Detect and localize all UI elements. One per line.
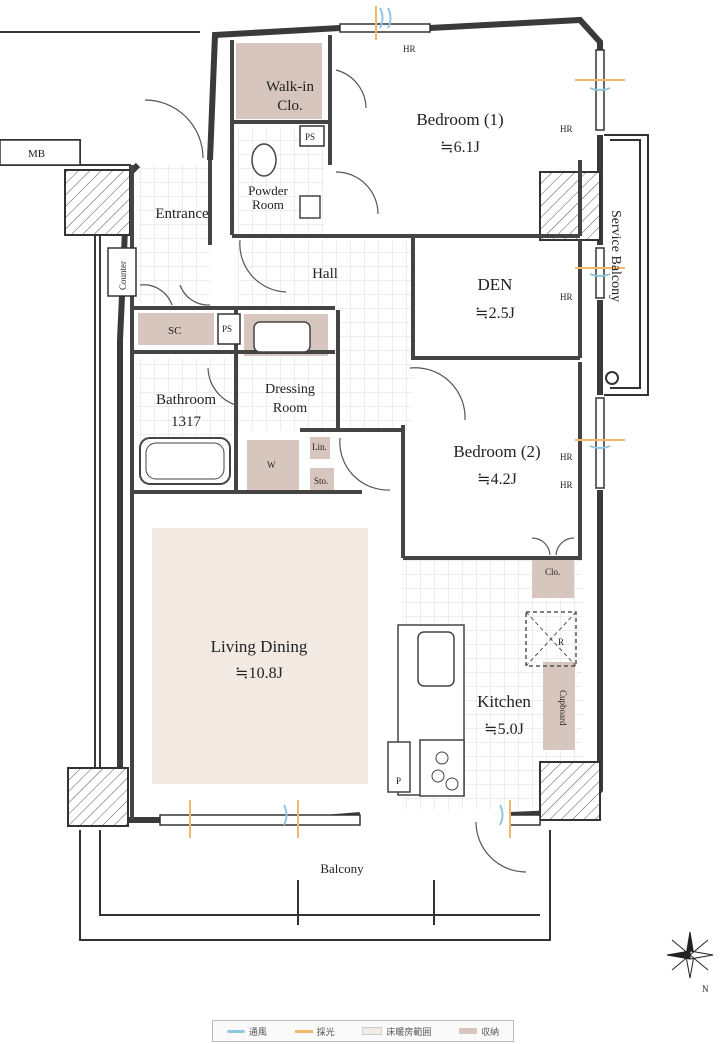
counter-box: [107, 247, 137, 297]
walkin-line2: Clo.: [277, 98, 302, 114]
ps-box-1: [299, 125, 325, 147]
hall-floor-lower: [335, 310, 413, 430]
dressing-line2: Room: [273, 401, 307, 416]
bathtub: [139, 437, 231, 485]
lin-storage: [310, 437, 330, 459]
storage-swatch: [459, 1028, 478, 1034]
legend-label-lighting: 採光: [316, 1027, 335, 1038]
legend-label-storage: 収納: [481, 1027, 500, 1038]
hall-label: Hall: [312, 266, 338, 282]
clo-storage: [532, 558, 574, 598]
service-balcony-label: Service Balcony: [608, 210, 623, 302]
bedroom1-area: ≒6.1J: [440, 139, 480, 156]
living-area: ≒10.8J: [235, 665, 283, 682]
legend: 通風 採光 床暖房範囲 収納: [212, 1020, 514, 1042]
door-swings: [139, 69, 575, 873]
pantry-p: [387, 741, 411, 793]
kitchen-name: Kitchen: [477, 692, 531, 711]
legend-item-ventilation: 通風: [226, 1025, 267, 1038]
legend-item-floor-heating: 床暖房範囲: [362, 1025, 431, 1038]
column-bottom-right: [539, 761, 601, 821]
floor-heating-swatch: [362, 1027, 383, 1035]
hr-label-5: HR: [560, 480, 573, 490]
sto-storage: [310, 468, 334, 490]
balcony-outline: [79, 830, 551, 941]
walkin-closet-storage: [236, 43, 322, 119]
mb-box: [0, 139, 81, 166]
light-markers: [189, 6, 625, 838]
legend-item-lighting: 採光: [294, 1025, 335, 1038]
clo-label: Clo.: [545, 567, 560, 577]
legend-item-storage: 収納: [459, 1025, 499, 1038]
hr-label-1: HR: [403, 44, 416, 54]
cooktop: [419, 739, 465, 797]
airflow-markers: [283, 7, 611, 826]
hr-label-2: HR: [560, 124, 573, 134]
column-bottom-left: [67, 767, 129, 827]
entrance-floor: [138, 165, 210, 305]
floor-plan: Bedroom (1) ≒6.1J DEN ≒2.5J Bedroom (2) …: [0, 6, 714, 994]
hr-label-4: HR: [560, 452, 573, 462]
dressing-floor: [238, 350, 335, 430]
service-balcony-outline: [604, 134, 649, 396]
ps-label-1: PS: [305, 132, 315, 142]
lin-label: Lin.: [312, 442, 327, 452]
column-right-upper: [539, 171, 601, 241]
balcony-label: Balcony: [320, 861, 364, 876]
bathroom-line1: Bathroom: [156, 392, 216, 408]
sc-label: SC: [168, 325, 181, 337]
washer-storage: [247, 440, 299, 490]
den-area: ≒2.5J: [475, 305, 515, 322]
toilet: [251, 143, 277, 177]
vanity-sink: [253, 321, 311, 353]
washer-label: W: [267, 460, 276, 470]
pantry-label: P: [396, 776, 401, 786]
entrance-label: Entrance: [155, 206, 209, 222]
bathroom-line2: 1317: [171, 414, 202, 430]
powder-line1: Powder: [248, 183, 288, 198]
fridge-label: R: [558, 637, 564, 647]
legend-label-floor-heating: 床暖房範囲: [386, 1027, 432, 1038]
bedroom1-name: Bedroom (1): [416, 110, 503, 129]
sto-label: Sto.: [314, 476, 328, 486]
cupboard-storage: [543, 662, 575, 750]
walkin-line1: Walk-in: [266, 79, 314, 95]
ps-label-2: PS: [222, 324, 232, 334]
powder-line2: Room: [252, 197, 284, 212]
kitchen-sink: [417, 631, 455, 687]
hr-label-3: HR: [560, 292, 573, 302]
counter-label: Counter: [118, 261, 128, 290]
living-name: Living Dining: [211, 637, 308, 656]
ventilation-swatch: [226, 1029, 245, 1033]
cupboard-label: Cupboard: [558, 690, 568, 726]
compass-label: N: [702, 984, 709, 994]
bedroom2-name: Bedroom (2): [453, 442, 540, 461]
ps-box-2: [217, 313, 241, 345]
floor-heating-area: [152, 528, 368, 784]
hall-floor: [238, 240, 413, 310]
refrigerator: [525, 611, 577, 667]
legend-label-ventilation: 通風: [248, 1027, 267, 1038]
compass-rose: [666, 931, 714, 979]
bedroom2-area: ≒4.2J: [477, 471, 517, 488]
sc-storage: [138, 313, 214, 345]
den-name: DEN: [478, 275, 513, 294]
mb-label: MB: [28, 148, 45, 160]
kitchen-area: ≒5.0J: [484, 721, 524, 738]
dressing-line1: Dressing: [265, 382, 315, 397]
column-top-left: [64, 169, 131, 236]
lighting-swatch: [294, 1029, 313, 1033]
